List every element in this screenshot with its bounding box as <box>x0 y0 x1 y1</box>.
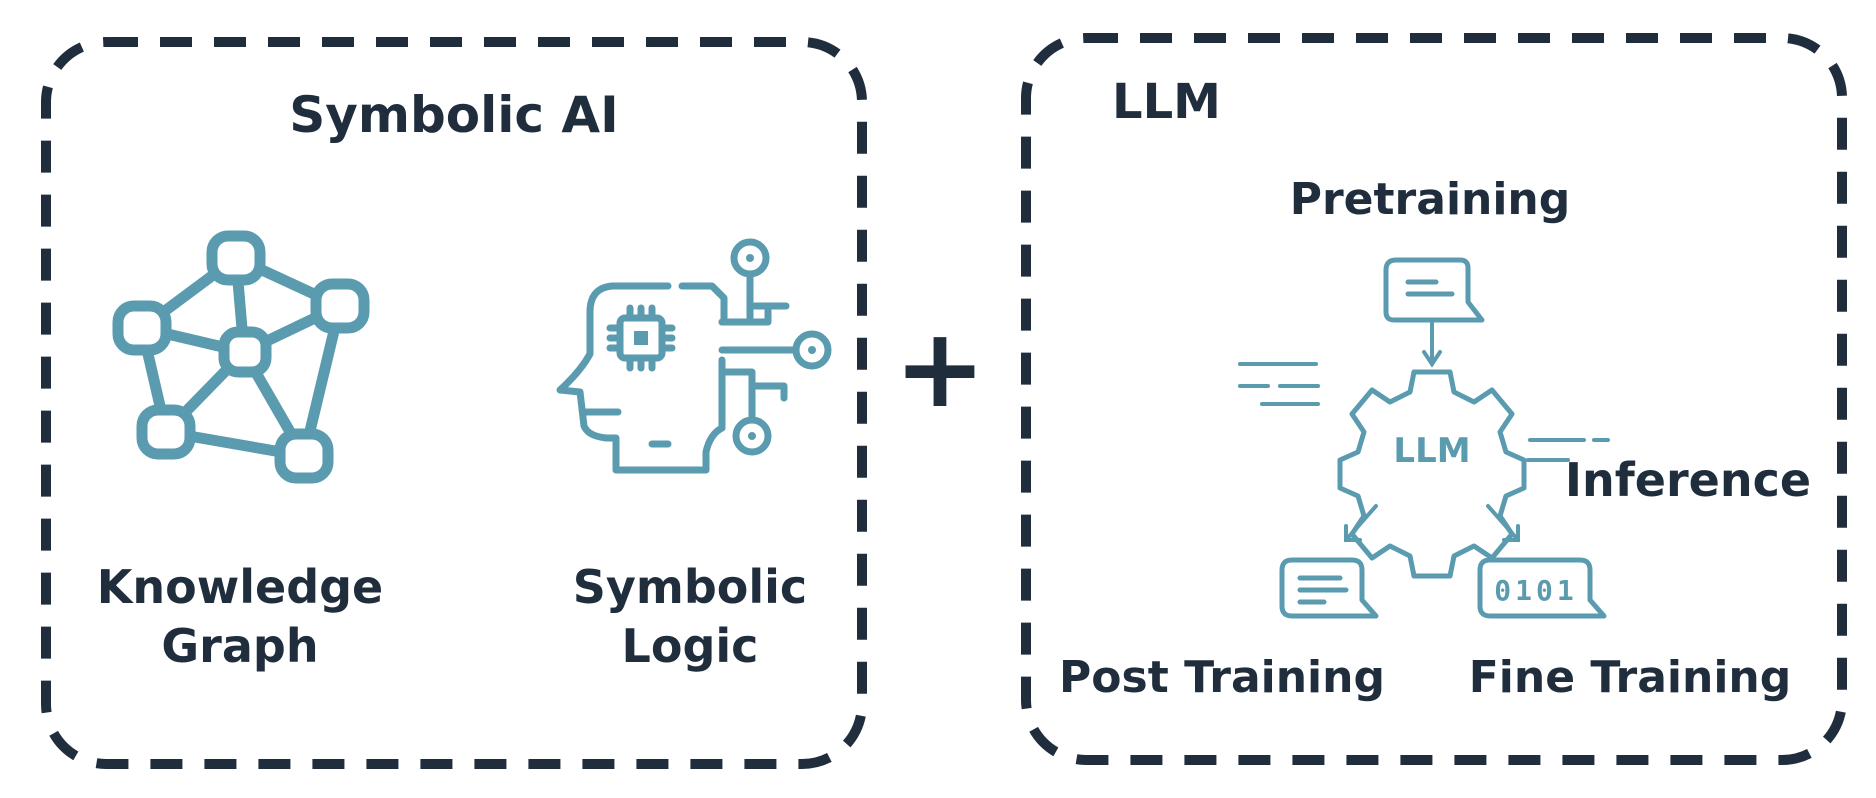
symbolic-ai-title: Symbolic AI <box>289 86 618 144</box>
speed-lines-right <box>1526 438 1610 462</box>
arrow-llm-to-post-training <box>1344 504 1378 542</box>
binary-digits-text: 0101 <box>1494 574 1577 607</box>
post-training-chat-icon <box>1279 557 1379 619</box>
knowledge-graph-label-line2: Graph <box>161 619 318 673</box>
llm-gear-label: LLM <box>1393 431 1470 471</box>
llm-panel-title: LLM <box>1112 74 1221 130</box>
llm-gear-icon <box>1337 369 1527 579</box>
fine-training-binary-icon <box>1477 557 1607 619</box>
fine-training-label: Fine Training <box>1469 652 1792 703</box>
knowledge-graph-label-line1: Knowledge <box>97 560 384 614</box>
ai-head-circuit-icon <box>556 238 832 474</box>
symbolic-logic-label-line2: Logic <box>622 619 759 673</box>
knowledge-graph-icon <box>112 230 370 484</box>
post-training-label: Post Training <box>1059 652 1385 703</box>
arrow-llm-to-fine-training <box>1486 504 1520 542</box>
plus-sign: + <box>894 304 986 432</box>
symbolic-ai-panel <box>41 37 867 769</box>
speed-lines-left <box>1238 362 1320 406</box>
inference-label: Inference <box>1565 453 1811 507</box>
llm-panel <box>1021 33 1847 765</box>
pretraining-label: Pretraining <box>1290 174 1571 225</box>
pretraining-chat-icon <box>1383 257 1485 323</box>
symbolic-logic-label-line1: Symbolic <box>573 560 807 614</box>
arrow-pretraining-to-llm <box>1422 318 1442 368</box>
